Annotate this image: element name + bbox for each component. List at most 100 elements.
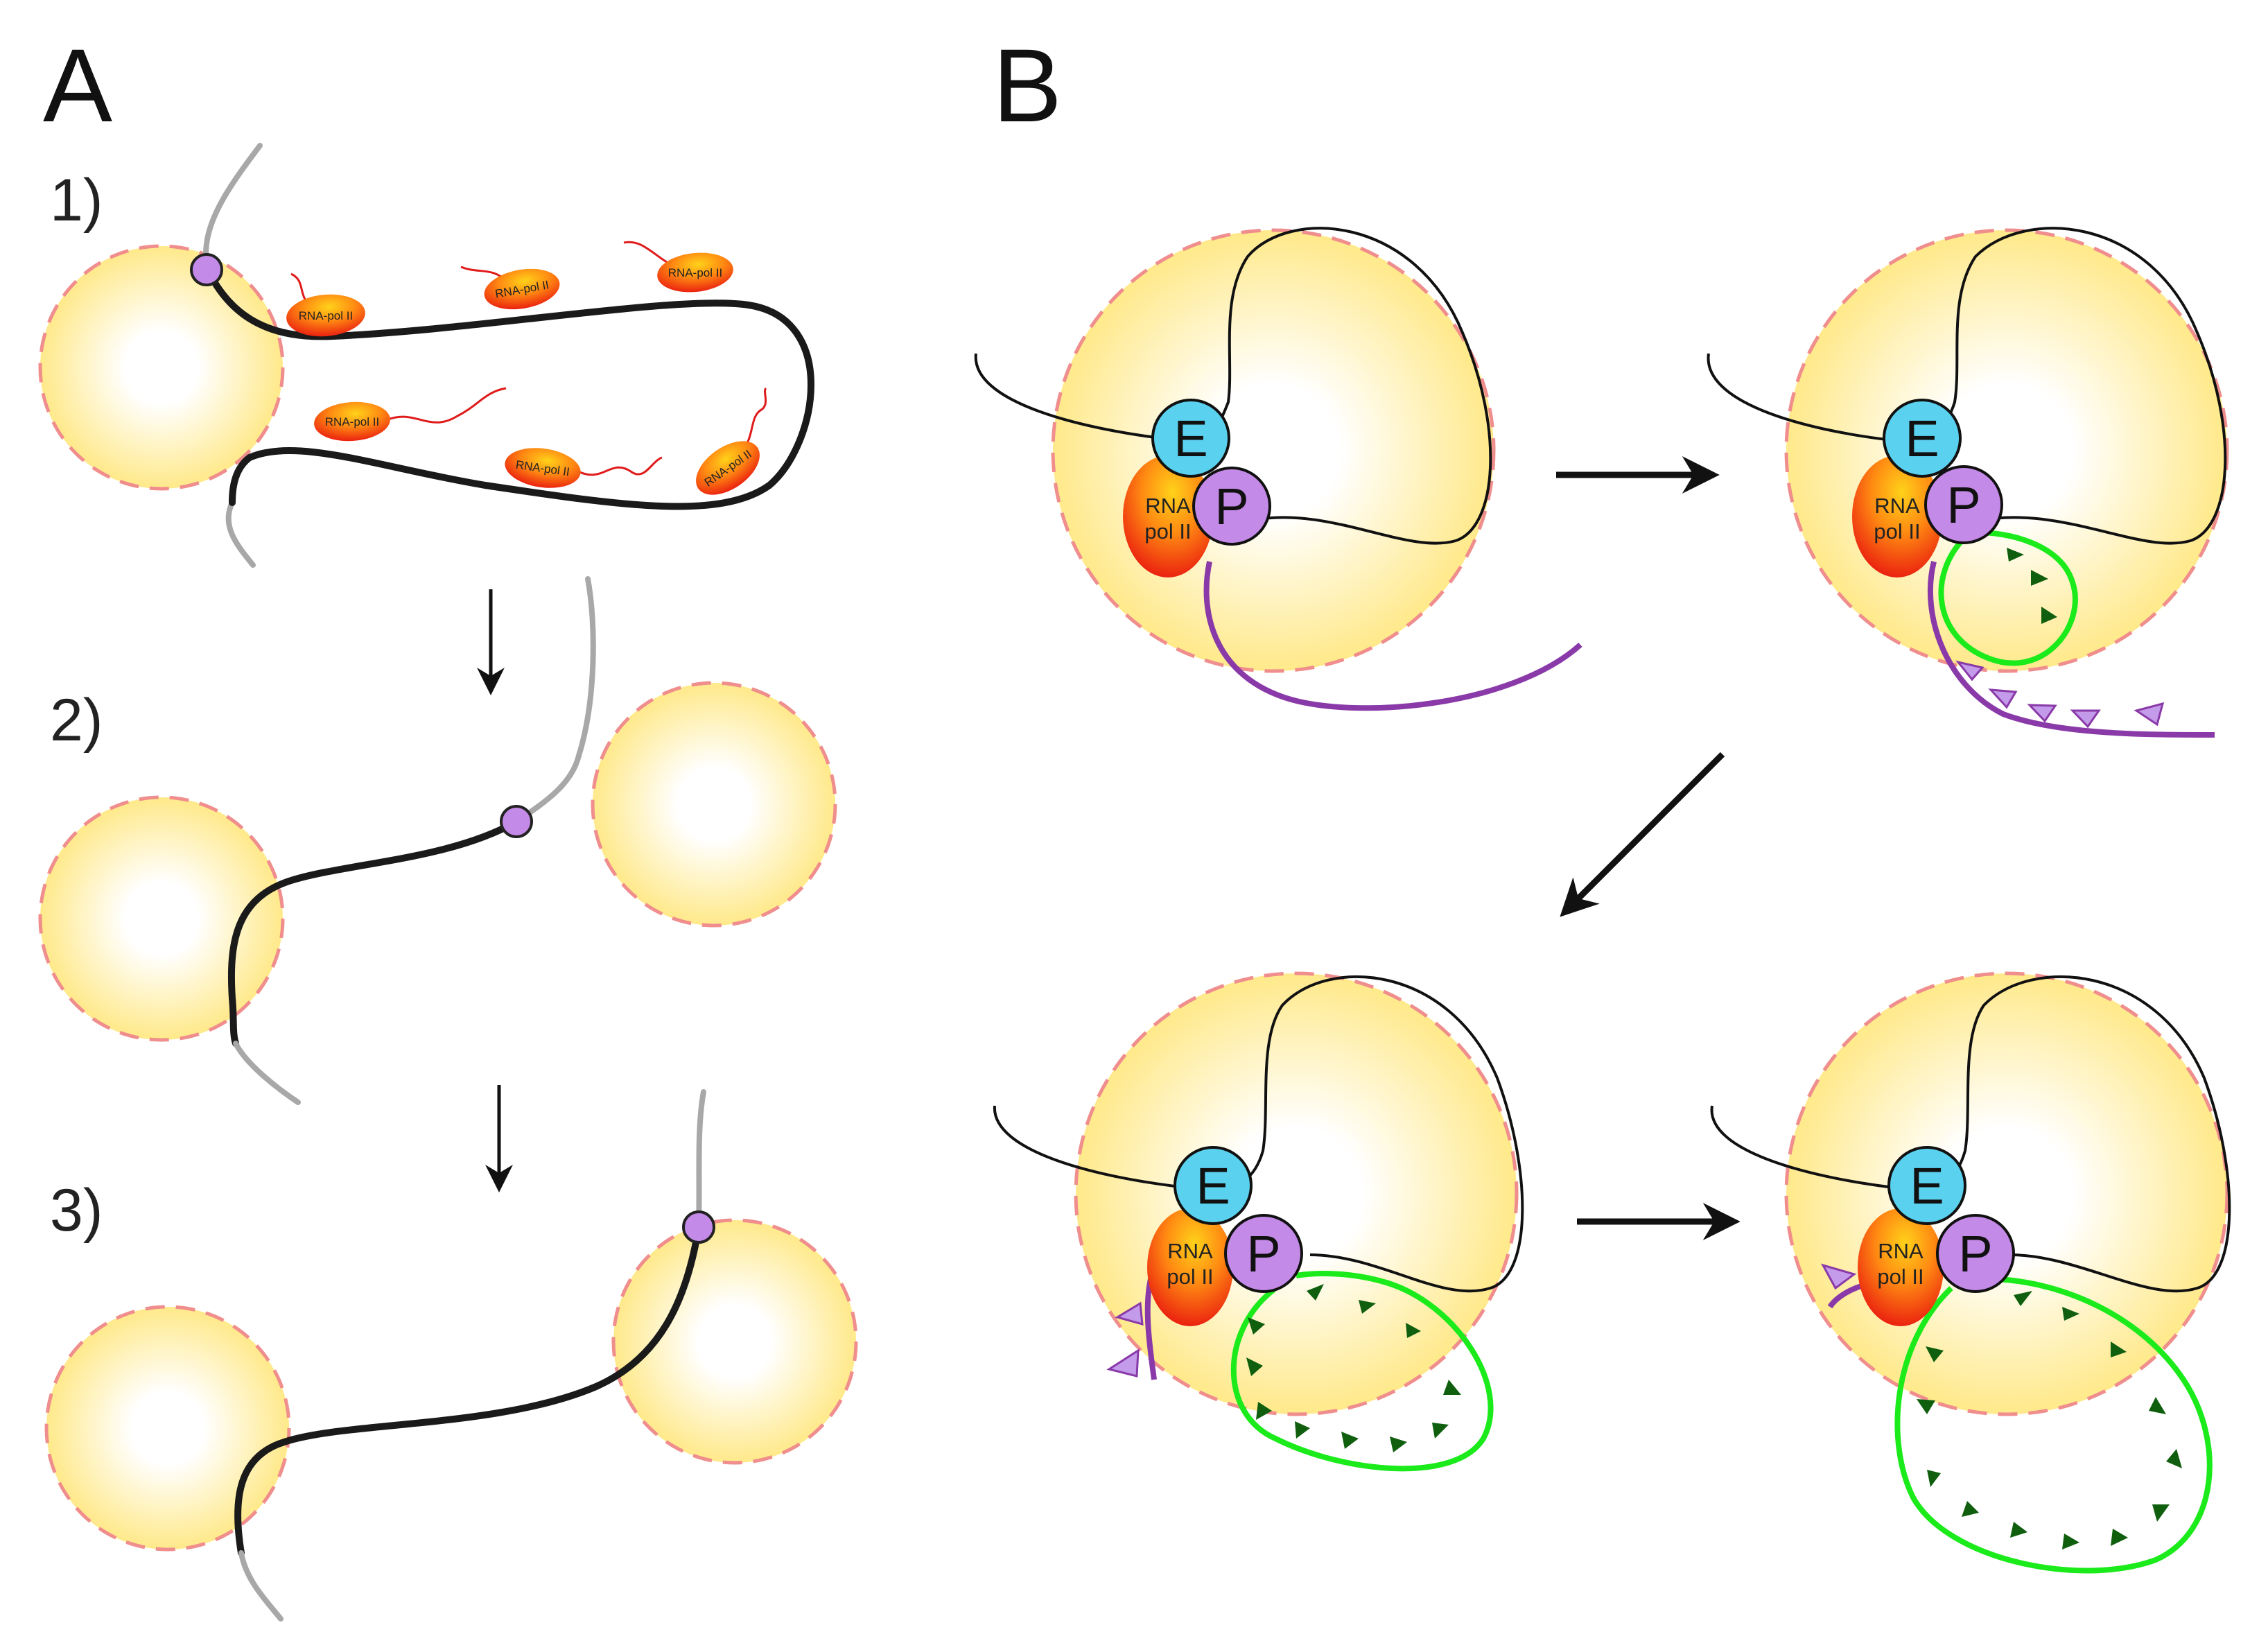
inactive-chromatin: [225, 500, 256, 568]
step-1-label: 1): [50, 167, 103, 234]
antisense-rna-marker: [2027, 704, 2057, 723]
nascent-transcript: [387, 387, 507, 424]
sense-rna-marker: [2152, 1504, 2170, 1522]
nascent-transcript: [740, 387, 767, 452]
inactive-chromatin: [233, 1041, 301, 1105]
transcription-factory: [1074, 971, 1519, 1416]
transcription-factory: [44, 1305, 291, 1552]
antisense-rna-marker: [1820, 1263, 1857, 1290]
active-chromatin: [234, 1224, 702, 1556]
sense-rna-marker: [2062, 1307, 2079, 1321]
rna-pol-label-line1: RNA: [1167, 1239, 1213, 1263]
enhancer-label: E: [1196, 1157, 1230, 1215]
sense-rna-marker: [1307, 1284, 1324, 1301]
sense-rna-marker: [1246, 1357, 1263, 1376]
antisense-rna-marker: [1115, 1301, 1144, 1326]
rna-pol-label: RNA-pol II: [668, 266, 722, 279]
sense-rna-marker: [2010, 1522, 2027, 1538]
rna-polymerase-ii: [1123, 455, 1213, 578]
sense-rna-loop: [1938, 530, 2078, 666]
sense-rna-marker: [1962, 1501, 1979, 1517]
panel-b-label: B: [993, 27, 1062, 144]
antisense-rna-marker: [1106, 1348, 1140, 1378]
gene-promoter-marker: [190, 253, 223, 286]
panel-b-state-4: RNA pol II E P: [1710, 971, 2231, 1574]
enhancer-node: [1151, 399, 1230, 478]
rna-pol-label: RNA-pol II: [325, 415, 379, 428]
sense-rna-marker: [1390, 1436, 1407, 1452]
rna-polymerase-ii: [1858, 1208, 1944, 1326]
enhancer-label: E: [1910, 1157, 1944, 1215]
promoter-node: [1224, 1214, 1303, 1293]
promoter-label: P: [1214, 478, 1248, 535]
enhancer-node: [1883, 399, 1962, 478]
sense-rna-marker: [2041, 607, 2057, 624]
sense-rna-loop: [1230, 1271, 1494, 1472]
sense-rna-marker: [2149, 1397, 2166, 1414]
sense-rna-marker: [1432, 1423, 1449, 1439]
rna-pol-label-line2: pol II: [1874, 519, 1920, 544]
inactive-chromatin: [238, 1550, 284, 1622]
transcription-factory: [611, 1218, 858, 1465]
sense-rna-marker: [1406, 1323, 1421, 1338]
rna-polymerase-4: RNA-pol II: [314, 387, 507, 442]
sense-rna-marker: [1341, 1432, 1359, 1449]
panel-a-step-1: 1) RNA-pol II RNA-pol II RNA-pol II RNA-…: [38, 143, 814, 568]
transcription-factory: [38, 244, 285, 491]
sense-rna-marker: [1256, 1402, 1272, 1420]
rna-polymerase-1: RNA-pol II: [286, 272, 365, 337]
antisense-rna-marker: [2070, 709, 2101, 729]
sense-rna-marker: [2111, 1341, 2127, 1357]
inactive-chromatin: [203, 143, 263, 273]
sense-rna-marker: [1359, 1300, 1376, 1314]
rna-pol-label-line1: RNA: [1145, 494, 1191, 518]
enhancer-label: E: [1905, 410, 1939, 467]
step-2-label: 2): [50, 687, 103, 754]
chromatin-fiber: [1710, 975, 2231, 1293]
enhancer-node: [1887, 1146, 1966, 1225]
inactive-chromatin: [514, 576, 596, 824]
rna-polymerase-5: RNA-pol II: [505, 448, 663, 488]
promoter-label: P: [1246, 1225, 1280, 1283]
sense-rna-marker: [1248, 1317, 1265, 1335]
panel-b-state-1: RNA pol II E P: [974, 227, 1582, 711]
panel-b-state-3: RNA pol II E P: [993, 971, 1524, 1472]
rna-pol-label-line2: pol II: [1144, 519, 1191, 544]
rna-pol-label: RNA-pol II: [299, 309, 353, 322]
active-chromatin: [227, 818, 520, 1047]
sense-rna-marker: [2062, 1534, 2079, 1549]
promoter-label: P: [1946, 476, 1980, 534]
antisense-rna-marker: [1955, 660, 1984, 681]
sense-rna-marker: [1917, 1399, 1935, 1414]
sense-rna-marker: [2111, 1529, 2128, 1546]
rna-pol-label-line1: RNA: [1874, 494, 1920, 518]
promoter-label: P: [1958, 1225, 1992, 1283]
step-3-label: 3): [50, 1177, 103, 1244]
panel-a-step-3: 3): [44, 1089, 858, 1622]
sense-rna-marker: [2031, 570, 2048, 586]
antisense-rna-marker: [2134, 702, 2165, 727]
antisense-rna-marker: [1988, 688, 2018, 709]
nascent-transcript: [575, 456, 663, 476]
antisense-rna: [1144, 1278, 1157, 1380]
rna-polymerase-6: RNA-pol II: [696, 387, 767, 495]
inactive-chromatin: [696, 1089, 706, 1230]
gene-promoter-marker: [682, 1210, 715, 1244]
sense-rna-marker: [1295, 1421, 1310, 1439]
transcription-factory: [1051, 228, 1496, 673]
rna-polymerase-ii: [1852, 455, 1942, 578]
transcription-factory: [1784, 228, 2229, 673]
active-chromatin-loop: [204, 267, 814, 510]
promoter-node: [1192, 467, 1271, 546]
panel-a-label: A: [43, 27, 112, 144]
sense-rna-marker: [1443, 1380, 1461, 1395]
panel-b-state-2: RNA pol II E P: [1707, 227, 2229, 738]
transcription-factory: [591, 681, 837, 928]
nascent-transcript: [623, 241, 670, 265]
antisense-rna: [1827, 1283, 1863, 1309]
sense-rna-marker: [2014, 1291, 2032, 1306]
sense-rna-loop: [1894, 1276, 2213, 1574]
transcription-factory: [38, 795, 285, 1042]
enhancer-label: E: [1174, 410, 1207, 467]
